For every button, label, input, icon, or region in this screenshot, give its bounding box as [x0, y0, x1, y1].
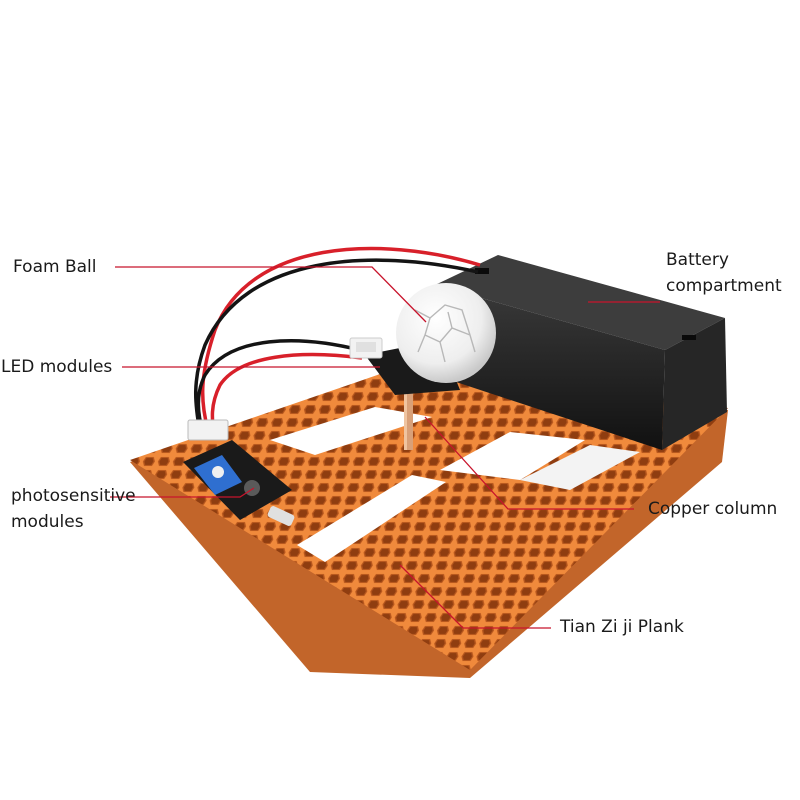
copper-column [404, 380, 413, 450]
label-tian-zi-ji-plank: Tian Zi ji Plank [560, 617, 684, 637]
leader-line-copper [424, 416, 634, 510]
leader-line-foam-ball [115, 266, 427, 323]
label-photosensitive-line2: modules [11, 512, 84, 532]
tian-zi-ji-plank [130, 370, 728, 678]
photosensitive-module [183, 419, 295, 526]
label-copper-column: Copper column [648, 499, 778, 519]
label-led-modules: LED modules [1, 357, 113, 377]
label-photosensitive-line1: photosensitive [11, 486, 136, 506]
leader-lines [110, 266, 660, 629]
leader-line-photosensitive [110, 487, 255, 498]
label-battery-line2: compartment [666, 276, 782, 296]
label-photosensitive-modules: photosensitive modules [11, 483, 136, 535]
label-battery-compartment: Battery compartment [666, 247, 782, 299]
label-foam-ball: Foam Ball [13, 257, 97, 277]
leader-line-plank [399, 564, 551, 629]
wires [194, 246, 481, 436]
label-battery-line1: Battery [666, 250, 729, 270]
foam-ball [396, 283, 496, 383]
